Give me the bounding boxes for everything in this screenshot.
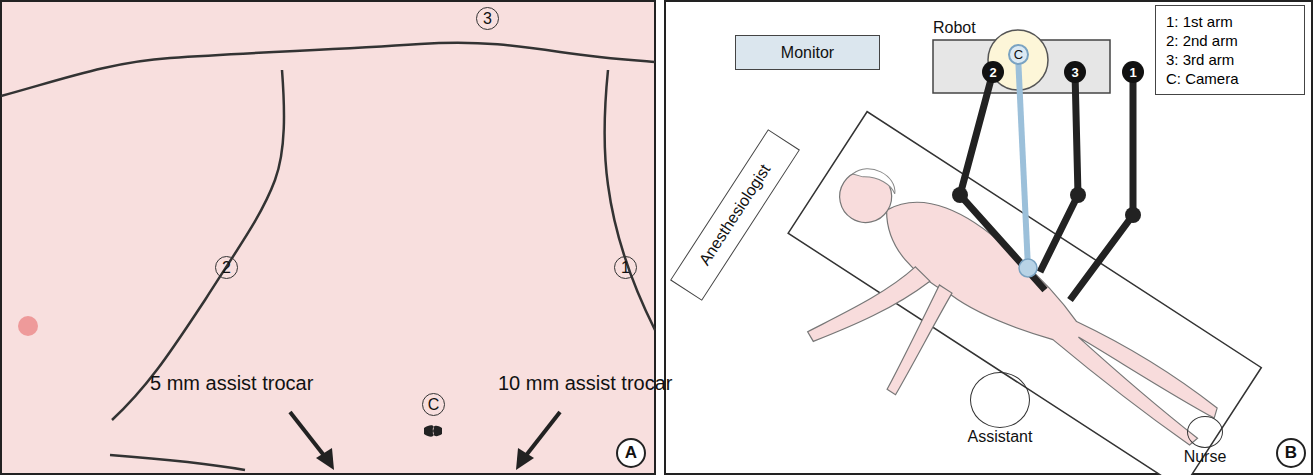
node-text: 2	[989, 65, 996, 80]
body-outline	[110, 455, 245, 470]
arm-number: 2	[982, 61, 1004, 83]
panel-label: A	[616, 438, 646, 468]
legend-text: 2: 2nd arm	[1166, 31, 1294, 50]
patient-arm	[876, 285, 958, 395]
arm-joint	[1070, 187, 1086, 203]
callout-number: 3	[476, 7, 499, 30]
arm-joint	[1125, 207, 1141, 223]
legend-text: 1: 1st arm	[1166, 12, 1294, 31]
node-text: Assistant	[968, 428, 1033, 446]
arrow	[524, 412, 560, 458]
callout-number: 1	[614, 256, 637, 279]
node-text: A	[625, 443, 637, 463]
body-outline	[1, 43, 655, 96]
patient-body	[866, 179, 1232, 453]
arm-joint	[952, 187, 968, 203]
arrowhead	[316, 448, 334, 470]
monitor-box: Monitor	[735, 35, 880, 70]
camera-joint	[1019, 259, 1037, 277]
nipple	[18, 316, 38, 336]
legend-text: 3: 3rd arm	[1166, 50, 1294, 69]
arm-number: 3	[1064, 61, 1086, 83]
node-text: C	[428, 396, 440, 414]
port-label: 10 mm assist trocar	[498, 372, 672, 395]
robot-arm	[1070, 72, 1133, 300]
robot-arm	[1040, 72, 1078, 272]
staff-circle: Nurse	[1187, 416, 1223, 448]
node-text: Monitor	[781, 44, 834, 62]
node-text: 3	[483, 10, 492, 28]
panel-a	[1, 1, 655, 474]
robot-arm	[960, 72, 1045, 290]
node-text: B	[1285, 443, 1297, 463]
node-text: 1	[1129, 65, 1136, 80]
node-text: Nurse	[1184, 448, 1227, 466]
camera-arm	[1018, 55, 1028, 268]
node-text: Robot	[933, 19, 976, 37]
legend-box: 1: 1st arm2: 2nd arm3: 3rd armC: Camera	[1155, 5, 1305, 95]
rib-line	[605, 70, 655, 330]
node-text: 1	[621, 259, 630, 277]
callout-number: C	[422, 393, 445, 416]
staff-circle: Assistant	[970, 372, 1030, 428]
patient-hair	[853, 160, 901, 199]
port-label: 5 mm assist trocar	[150, 372, 313, 395]
rib-line	[112, 70, 284, 420]
patient-head	[830, 161, 902, 233]
node-text: 3	[1071, 65, 1078, 80]
navel	[424, 425, 442, 436]
legend-text: C: Camera	[1166, 69, 1294, 88]
callout-number: 2	[215, 256, 238, 279]
node-text: 2	[222, 259, 231, 277]
panel-label: B	[1276, 438, 1306, 468]
arrowhead	[516, 448, 534, 470]
camera-number: C	[1008, 44, 1029, 65]
arrow	[290, 412, 326, 458]
arm-number: 1	[1122, 61, 1144, 83]
node-text: C	[1014, 47, 1023, 62]
